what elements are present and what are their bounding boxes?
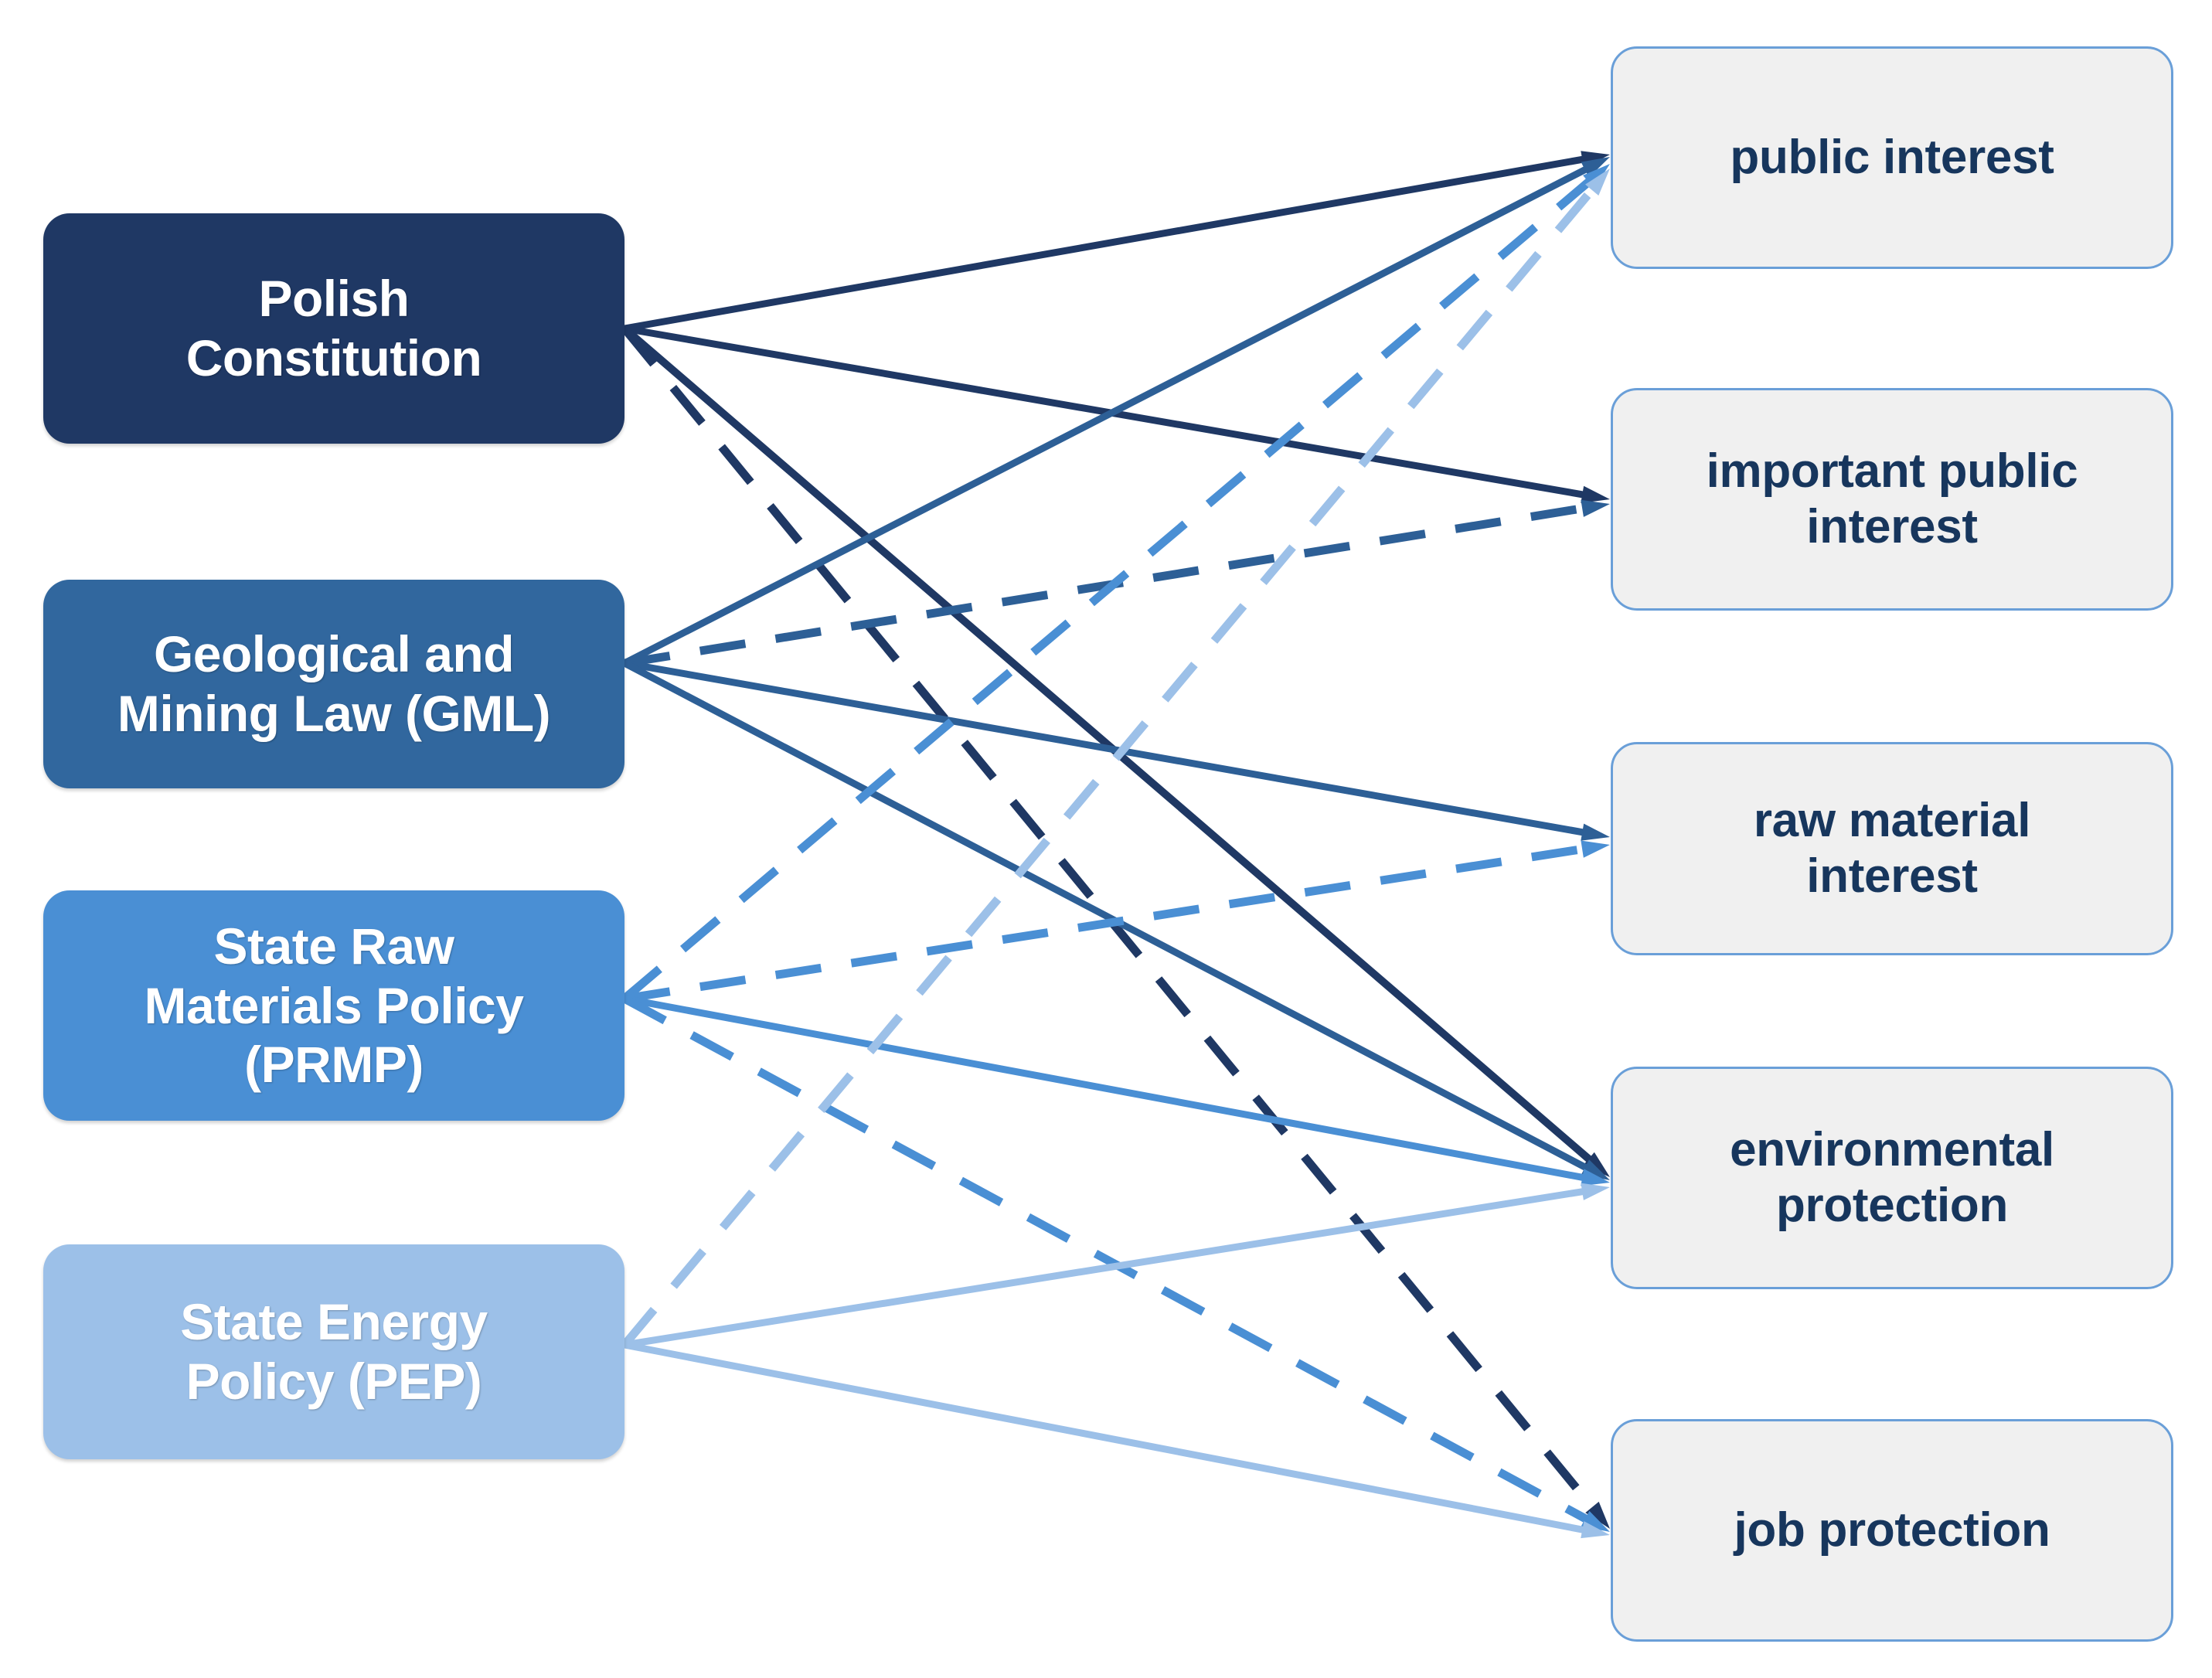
source-node-label: Polish Constitution <box>185 270 482 386</box>
target-node-label: public interest <box>1730 131 2054 185</box>
source-node-label: State Energy Policy (PEP) <box>180 1293 488 1410</box>
target-node-job-protection[interactable]: job protection <box>1611 1419 2173 1642</box>
edge-gml-to-important-public <box>624 499 1610 668</box>
arrowhead <box>1581 499 1610 517</box>
source-node-label: Geological and Mining Law (GML) <box>117 625 551 742</box>
target-node-label: job protection <box>1734 1503 2050 1557</box>
arrowhead <box>1583 1152 1610 1177</box>
edge-pep-to-job-protection <box>624 1341 1610 1539</box>
edge-constitution-to-job-protection <box>621 325 1610 1529</box>
edge-gml-to-environmental-protection <box>622 660 1610 1180</box>
edge-pep-to-public-interest <box>621 168 1610 1348</box>
arrowhead <box>1585 168 1610 196</box>
edge-prmp-to-raw-material-interest <box>624 840 1610 1003</box>
target-node-raw-material-interest[interactable]: raw material interest <box>1611 742 2173 955</box>
arrowhead <box>1581 840 1610 858</box>
arrowhead <box>1581 1510 1610 1532</box>
arrowhead <box>1581 1183 1610 1200</box>
edge-constitution-to-public-interest <box>624 151 1610 332</box>
source-node-pep[interactable]: State Energy Policy (PEP) <box>43 1244 624 1459</box>
edge-constitution-to-important-public <box>624 325 1610 503</box>
target-node-label: important public interest <box>1706 444 2078 553</box>
edge-gml-to-public-interest <box>622 157 1610 667</box>
target-node-important-public[interactable]: important public interest <box>1611 388 2173 611</box>
target-node-environmental-protection[interactable]: environmental protection <box>1611 1067 2173 1289</box>
arrowhead <box>1581 485 1610 503</box>
arrowhead <box>1585 1501 1610 1529</box>
source-node-prmp[interactable]: State Raw Materials Policy (PRMP) <box>43 890 624 1121</box>
arrowhead <box>1581 1169 1610 1186</box>
edge-constitution-to-environmental-protection <box>621 325 1610 1177</box>
target-node-public-interest[interactable]: public interest <box>1611 46 2173 269</box>
arrowhead <box>1581 157 1610 178</box>
edge-gml-to-raw-material-interest <box>624 659 1610 841</box>
source-node-constitution[interactable]: Polish Constitution <box>43 213 624 444</box>
arrowhead <box>1581 823 1610 841</box>
target-node-label: environmental protection <box>1730 1123 2054 1232</box>
target-node-label: raw material interest <box>1753 794 2031 903</box>
edge-prmp-to-job-protection <box>622 995 1610 1532</box>
source-node-gml[interactable]: Geological and Mining Law (GML) <box>43 580 624 788</box>
edge-prmp-to-public-interest <box>621 164 1610 1002</box>
arrowhead <box>1581 1521 1610 1539</box>
arrowhead <box>1581 151 1610 168</box>
edge-prmp-to-environmental-protection <box>624 995 1610 1186</box>
arrowhead <box>1581 1159 1610 1180</box>
edge-pep-to-environmental-protection <box>624 1183 1610 1349</box>
source-node-label: State Raw Materials Policy (PRMP) <box>144 917 524 1094</box>
arrowhead <box>1583 164 1610 189</box>
